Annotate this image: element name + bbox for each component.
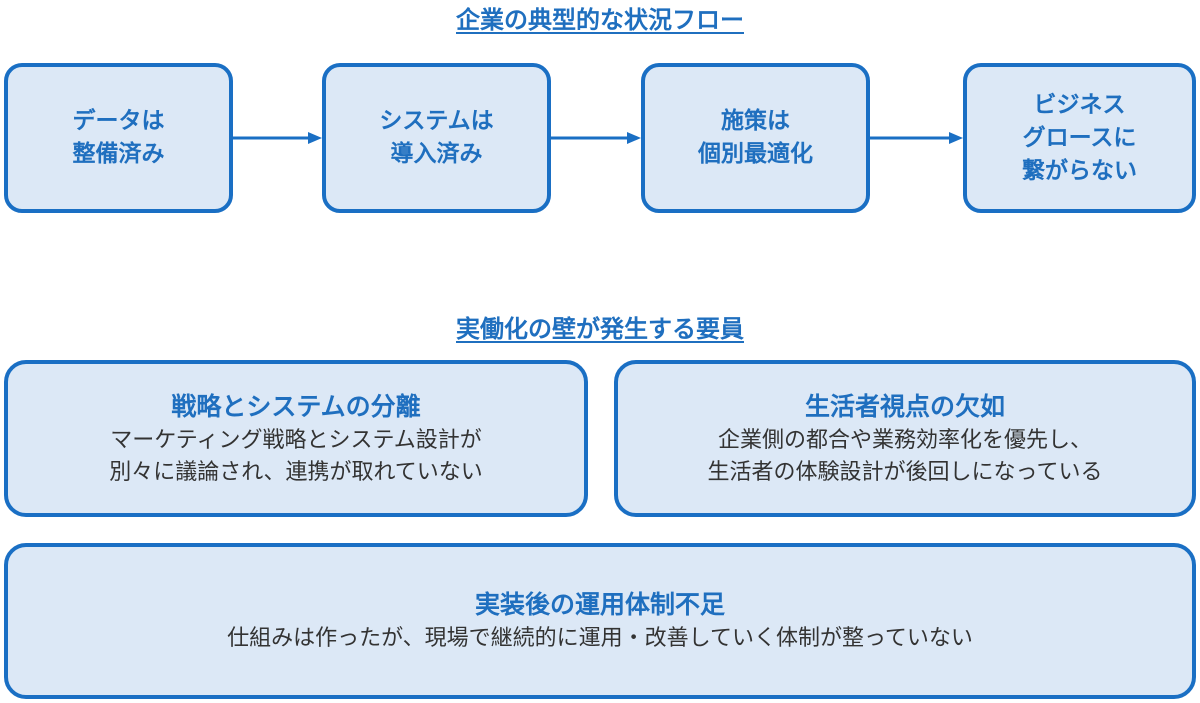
arrow-right-icon <box>870 132 963 144</box>
factor-card-operations: 実装後の運用体制不足 仕組みは作ったが、現場で継続的に運用・改善していく体制が整… <box>4 543 1196 699</box>
factor-heading: 実装後の運用体制不足 <box>474 590 725 619</box>
factors-title: 実働化の壁が発生する要員 <box>456 315 744 343</box>
flow-step-label: 施策は 個別最適化 <box>698 108 813 167</box>
factor-heading: 戦略とシステムの分離 <box>171 391 421 421</box>
flow-step-data-ready: データは 整備済み <box>4 63 233 213</box>
flow-step-label: システムは 導入済み <box>379 108 494 167</box>
factor-description: 仕組みは作ったが、現場で継続的に運用・改善していく体制が整っていない <box>227 626 973 651</box>
flow-step-system-installed: システムは 導入済み <box>322 63 551 213</box>
factor-card-strategy-system: 戦略とシステムの分離 マーケティング戦略とシステム設計が 別々に議論され、連携が… <box>4 360 588 517</box>
factor-description: 企業側の都合や業務効率化を優先し、 生活者の体験設計が後回しになっている <box>707 427 1103 485</box>
factor-heading: 生活者視点の欠如 <box>804 391 1005 421</box>
arrow-right-icon <box>233 132 322 144</box>
flow-arrow-2 <box>551 129 641 147</box>
flow-step-measures-optimized: 施策は 個別最適化 <box>641 63 870 213</box>
flow-title: 企業の典型的な状況フロー <box>456 6 744 34</box>
flow-arrow-1 <box>233 129 322 147</box>
factor-description: マーケティング戦略とシステム設計が 別々に議論され、連携が取れていない <box>109 427 483 485</box>
flow-arrow-3 <box>870 129 963 147</box>
flow-step-no-growth: ビジネス グロースに 繋がらない <box>963 63 1196 213</box>
flow-step-label: ビジネス グロースに 繋がらない <box>1022 91 1137 184</box>
factor-card-consumer-view: 生活者視点の欠如 企業側の都合や業務効率化を優先し、 生活者の体験設計が後回しに… <box>614 360 1196 517</box>
arrow-right-icon <box>551 132 641 144</box>
flow-step-label: データは 整備済み <box>72 108 165 167</box>
